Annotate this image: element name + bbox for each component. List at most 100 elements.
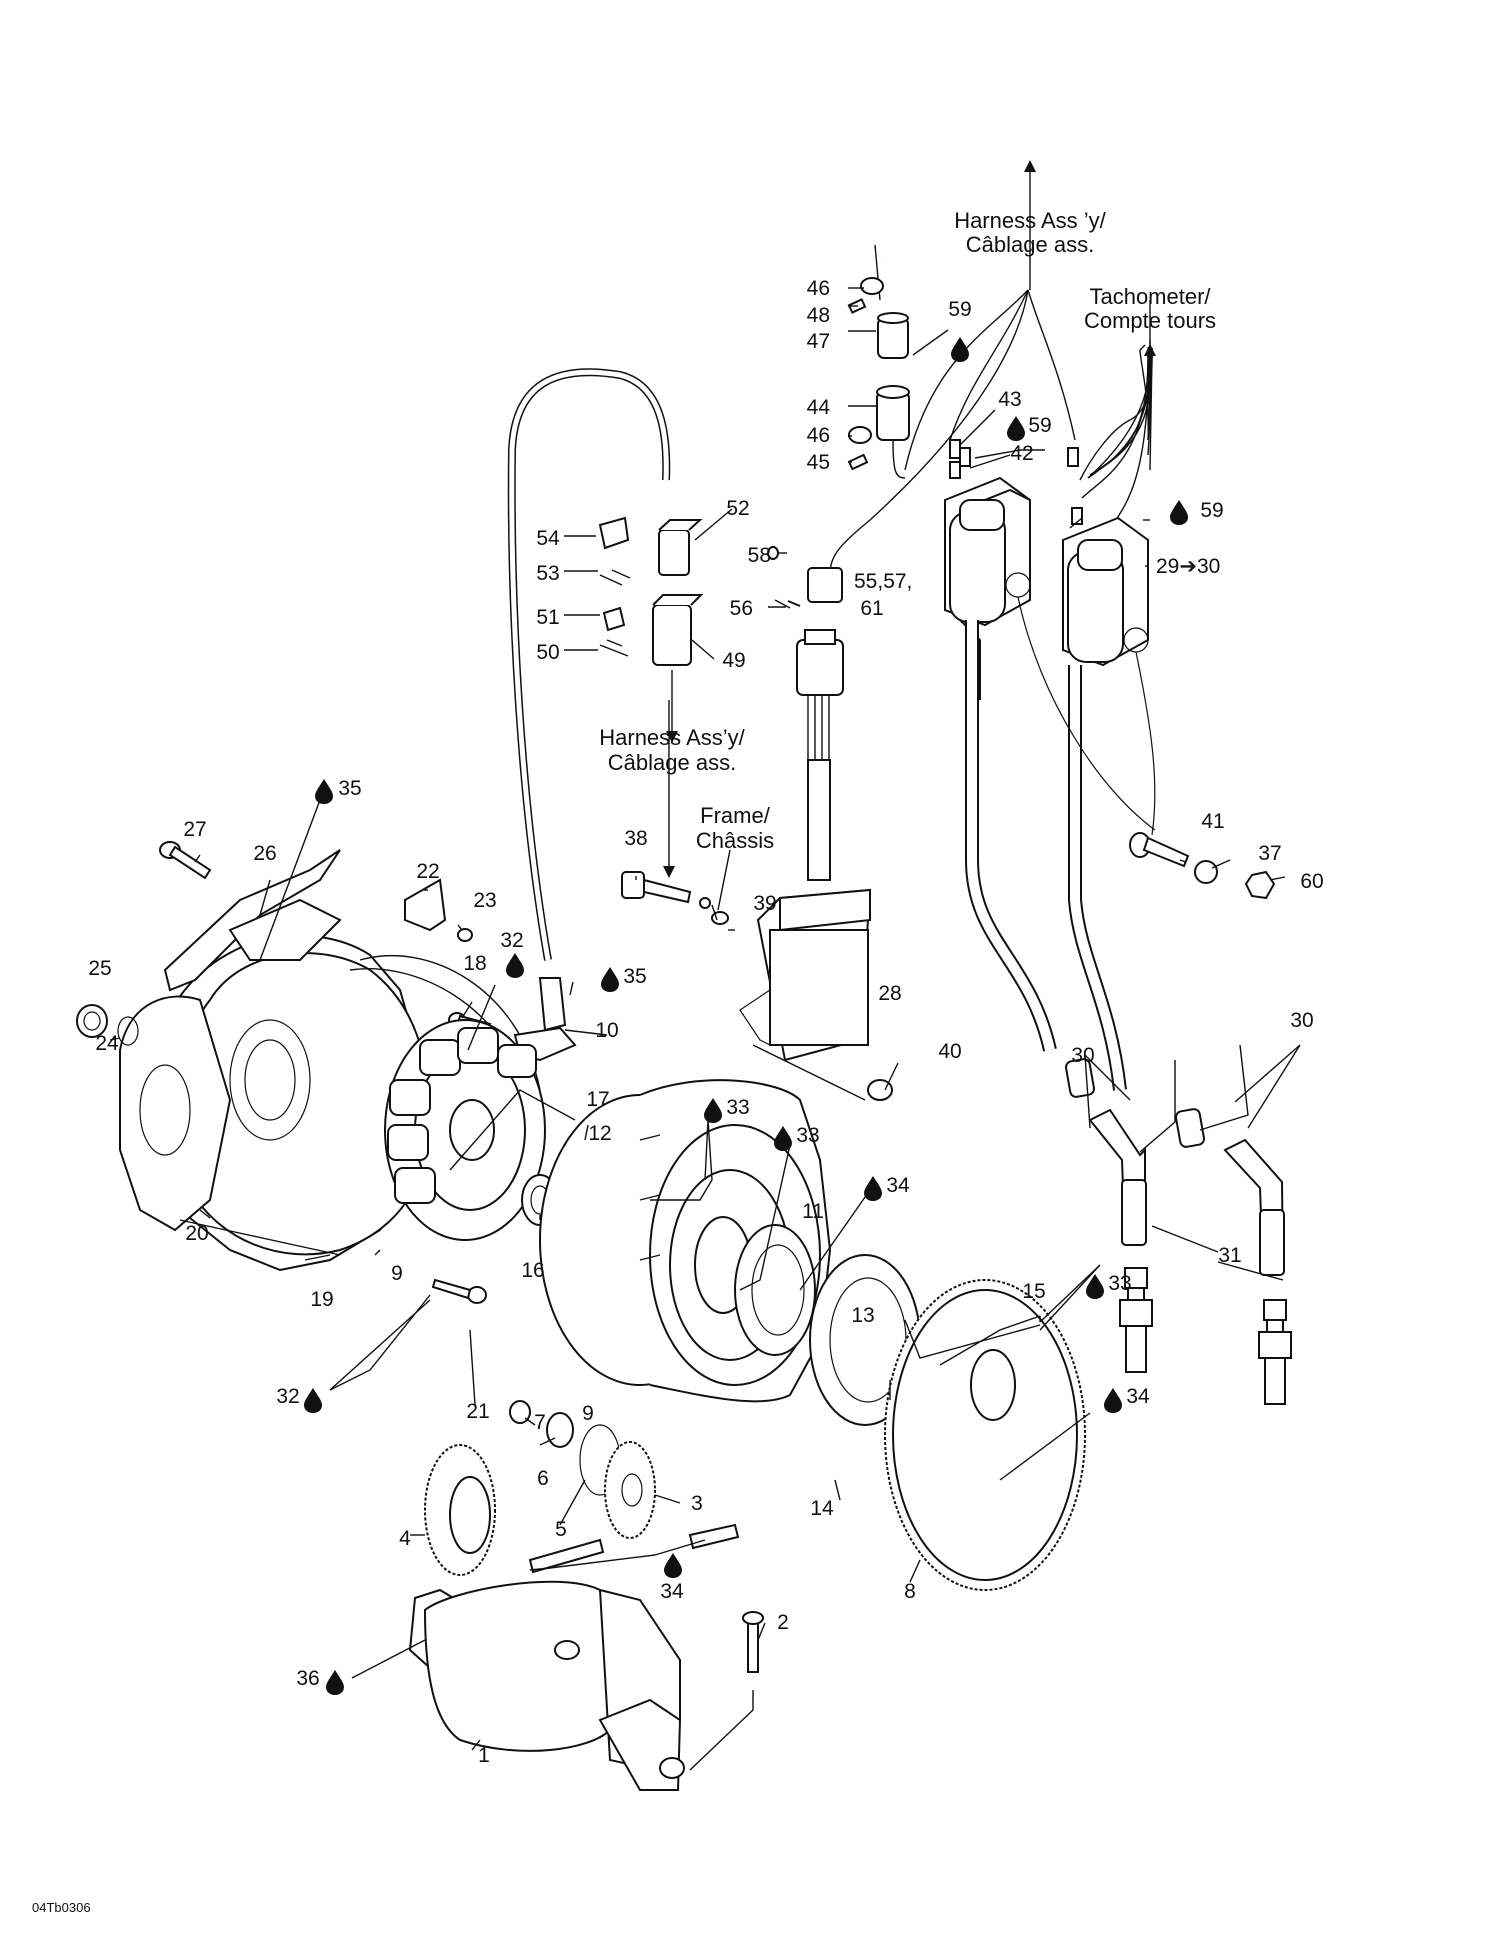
callout-40: 40	[938, 1040, 961, 1063]
callout-9: 9	[582, 1402, 594, 1425]
coil-bolt-leader	[1018, 597, 1155, 830]
ignition-coil-left	[945, 478, 1030, 700]
drop-icon	[774, 1126, 792, 1151]
cdi-module-28	[740, 890, 870, 1100]
callout-25: 25	[88, 957, 111, 980]
callout-60: 60	[1300, 870, 1323, 893]
ecu-harness-plug	[797, 630, 843, 880]
caption-line: Harness Ass ’y/	[954, 208, 1106, 233]
callout-41: 41	[1201, 810, 1224, 833]
callout-33: 33	[796, 1124, 819, 1147]
lubricant-drop-icons	[304, 337, 1188, 1695]
callout-4: 4	[399, 1527, 411, 1550]
callout-3: 3	[691, 1492, 703, 1515]
seal-25-oring-24	[77, 1005, 138, 1045]
connector-52-and-pins	[600, 518, 842, 665]
callout-61: 61	[860, 597, 883, 620]
callout-47: 47	[807, 330, 830, 353]
spark-plug-lead-left	[972, 620, 1050, 1050]
callout-38: 38	[624, 827, 647, 850]
starter-motor-1	[410, 1582, 763, 1790]
callout-23: 23	[473, 889, 496, 912]
tachometer-arrow	[1088, 300, 1156, 478]
callout-16: 16	[521, 1259, 544, 1282]
callout-58: 58	[748, 544, 771, 567]
callout-28: 28	[878, 982, 901, 1005]
callout-32: 32	[500, 929, 523, 952]
callout-39: 39	[753, 892, 776, 915]
ring-gear-8	[885, 1280, 1085, 1590]
drawing-code: 04Tb0306	[32, 1900, 91, 1915]
caption-line: Compte tours	[1084, 308, 1216, 333]
callout-31: 31	[1218, 1244, 1241, 1267]
drop-icon	[304, 1388, 322, 1413]
callout-30: 30	[1290, 1009, 1313, 1032]
callout-54: 54	[536, 527, 560, 550]
callout-46: 46	[807, 277, 830, 300]
callout-22: 22	[416, 860, 439, 883]
drop-icon	[951, 337, 969, 362]
callout-59: 59	[1200, 499, 1223, 522]
callout-53: 53	[536, 562, 559, 585]
callout-11: 11	[802, 1200, 824, 1223]
caption-frame: Frame/ Châssis	[696, 803, 774, 853]
callout-36: 36	[296, 1667, 319, 1690]
harness-arrows	[666, 670, 678, 743]
drop-icon	[1086, 1274, 1104, 1299]
caption-line: Tachometer/	[1089, 284, 1211, 309]
drop-icon	[506, 953, 524, 978]
short-harness-cable	[512, 372, 667, 960]
drop-icon	[326, 1670, 344, 1695]
callout-12: 12	[588, 1122, 611, 1145]
leader-lines	[100, 288, 1300, 1750]
tachometer-lead	[1080, 348, 1152, 480]
spark-plugs-31	[1120, 1268, 1291, 1404]
callout-49: 49	[722, 649, 745, 672]
callout-34: 34	[660, 1580, 684, 1603]
callout-52: 52	[726, 497, 749, 520]
ignition-coil-right	[1063, 518, 1148, 665]
caption-line: Câblage ass.	[966, 232, 1094, 257]
callout-51: 51	[536, 606, 559, 629]
connector-stack-44-48	[849, 278, 909, 478]
callout-33: 33	[726, 1096, 749, 1119]
callout-46: 46	[807, 424, 830, 447]
spark-plug-lead-right	[1075, 665, 1120, 1090]
callout-56: 56	[730, 597, 753, 620]
caption-harness-mid: Harness Ass’y/ Câblage ass.	[599, 725, 745, 775]
drop-icon	[601, 967, 619, 992]
callout-55-57: 55,57,	[854, 570, 912, 593]
callout-1: 1	[478, 1744, 490, 1767]
terminal-connectors-42-43	[950, 440, 1082, 524]
callout-35: 35	[623, 965, 646, 988]
callout-labels: 46 48 47 44 46 45 59 43 59 42 59 52 54 5…	[88, 277, 1323, 1767]
callout-50: 50	[536, 641, 559, 664]
drop-icon	[704, 1098, 722, 1123]
drop-icon	[864, 1176, 882, 1201]
callout-20: 20	[185, 1222, 208, 1245]
drop-icon	[315, 779, 333, 804]
drop-icon	[1170, 500, 1188, 525]
callout-17: 17	[586, 1088, 609, 1111]
callout-10: 10	[595, 1019, 618, 1042]
callout-14: 14	[810, 1497, 834, 1520]
callout-2: 2	[777, 1611, 789, 1634]
screw-21	[433, 1280, 486, 1303]
callout-24: 24	[95, 1032, 119, 1055]
callout-13: 13	[851, 1304, 874, 1327]
callout-6: 6	[537, 1467, 549, 1490]
callout-33: 33	[1108, 1272, 1131, 1295]
drop-icon	[1007, 416, 1025, 441]
callout-34: 34	[886, 1174, 910, 1197]
callout-48: 48	[807, 304, 830, 327]
gear-shaft-group	[425, 1401, 738, 1575]
bracket-22	[405, 880, 472, 941]
caption-line: Frame/	[700, 803, 771, 828]
callout-5: 5	[555, 1518, 567, 1541]
frame-bolt-38	[622, 872, 892, 1100]
callout-35: 35	[338, 777, 361, 800]
caption-line: Harness Ass’y/	[599, 725, 745, 750]
callout-26: 26	[253, 842, 276, 865]
